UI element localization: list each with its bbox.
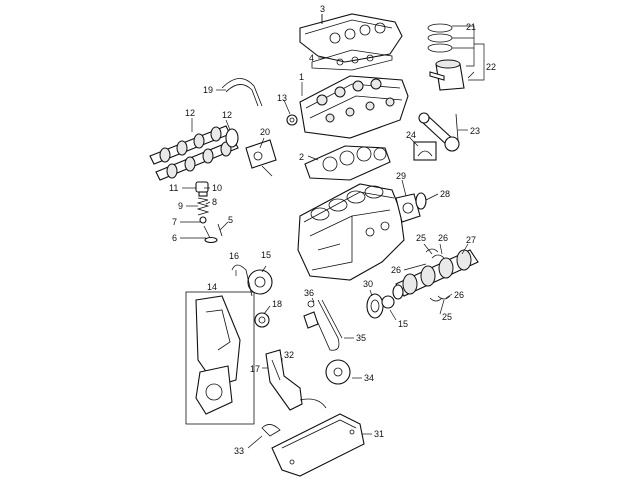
callout-3: 3	[320, 4, 325, 14]
timing-cover	[185, 291, 255, 425]
valve-cover	[299, 13, 403, 63]
callout-6: 6	[172, 233, 177, 243]
callout-9: 9	[178, 201, 183, 211]
callout-26b: 26	[391, 265, 401, 275]
callout-24: 24	[406, 130, 416, 140]
callout-15b: 15	[398, 319, 408, 329]
callout-31: 31	[374, 429, 384, 439]
piston-rings	[427, 23, 453, 53]
camshaft-exhaust	[155, 139, 239, 181]
callout-32: 32	[284, 350, 294, 360]
callout-21: 21	[466, 22, 476, 32]
callout-14: 14	[207, 282, 217, 292]
oil-pump	[265, 349, 303, 411]
callout-25a: 25	[416, 233, 426, 243]
cam-adjuster	[245, 139, 277, 177]
callout-1: 1	[299, 72, 304, 82]
timing-belt-upper	[221, 78, 263, 107]
callout-10: 10	[212, 183, 222, 193]
callout-29: 29	[396, 171, 406, 181]
cam-seal	[286, 114, 298, 126]
cylinder-head	[299, 75, 409, 139]
callout-12b: 12	[222, 110, 232, 120]
callout-13: 13	[277, 93, 287, 103]
callout-33: 33	[234, 446, 244, 456]
callout-34: 34	[364, 373, 374, 383]
callout-30: 30	[363, 279, 373, 289]
valve-cover-gasket	[311, 49, 393, 71]
valve-seal	[199, 216, 207, 224]
callout-19: 19	[203, 85, 213, 95]
crankshaft	[392, 249, 479, 300]
callout-35: 35	[356, 333, 366, 343]
callout-12a: 12	[185, 108, 195, 118]
timing-belt	[231, 264, 253, 297]
crank-sprocket	[381, 295, 395, 309]
callout-4: 4	[309, 53, 314, 63]
valve-lifter	[195, 181, 209, 193]
callout-20: 20	[260, 127, 270, 137]
callout-28: 28	[440, 189, 450, 199]
callout-18: 18	[272, 299, 282, 309]
engine-block	[297, 183, 405, 281]
valve-keeper	[198, 191, 208, 197]
piston	[429, 59, 475, 91]
oil-pan	[271, 413, 365, 477]
oil-pickup	[299, 398, 327, 409]
callout-26c: 26	[454, 290, 464, 300]
callout-5: 5	[228, 215, 233, 225]
callout-25b: 25	[442, 312, 452, 322]
oil-pump-chain	[313, 299, 343, 351]
callout-23: 23	[470, 126, 480, 136]
callout-27: 27	[466, 235, 476, 245]
callout-2: 2	[299, 152, 304, 162]
valve	[203, 223, 223, 244]
callout-15a: 15	[261, 250, 271, 260]
callout-labels: 3 4 1 13 2 19 12 12 20 11 10 9 8 7 5 6 2…	[169, 4, 496, 456]
oil-pan-gasket	[261, 424, 281, 437]
callout-11: 11	[169, 183, 178, 193]
timing-sprocket	[247, 269, 273, 295]
leader-lines	[180, 14, 485, 449]
connecting-rod	[418, 112, 460, 152]
oil-pump-sprocket	[325, 359, 351, 385]
rear-seal	[395, 193, 421, 223]
chain-tensioner	[303, 300, 319, 329]
callout-16: 16	[229, 251, 239, 261]
crank-pulley	[366, 293, 384, 319]
main-bearing-lower	[429, 295, 451, 302]
rear-seal-ring	[415, 192, 427, 210]
callout-22: 22	[486, 62, 496, 72]
cam-sprocket	[225, 128, 239, 148]
belt-tensioner	[254, 312, 270, 328]
callout-8: 8	[212, 197, 217, 207]
callout-7: 7	[172, 217, 177, 227]
main-bearing-upper	[425, 248, 445, 259]
head-gasket	[304, 145, 391, 181]
callout-17: 17	[250, 364, 260, 374]
valve-spring	[196, 197, 210, 216]
callout-26a: 26	[438, 233, 448, 243]
callout-36: 36	[304, 288, 314, 298]
rod-bearing	[413, 141, 437, 161]
